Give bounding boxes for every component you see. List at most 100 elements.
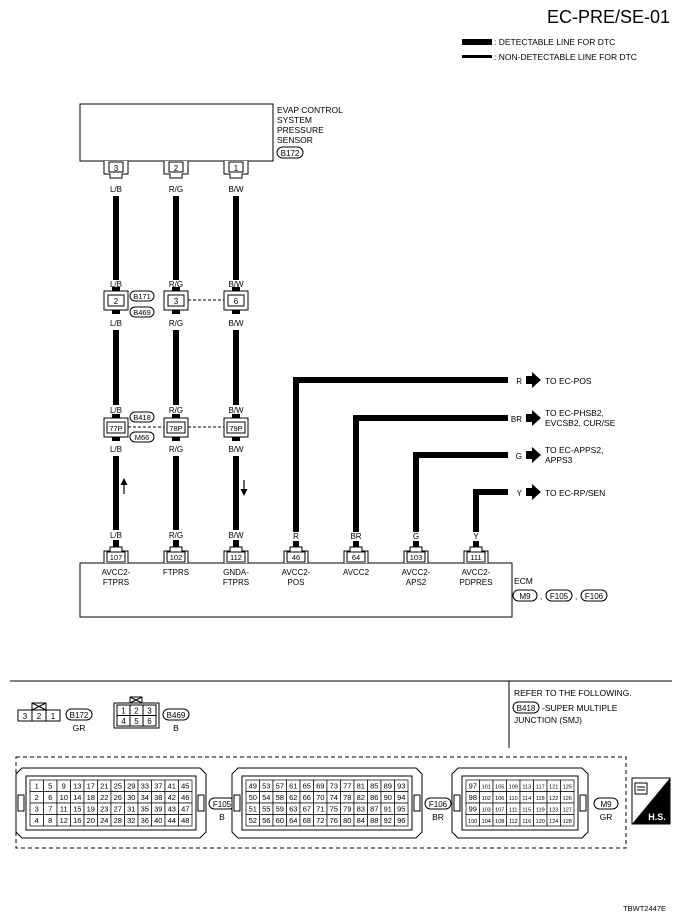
svg-text:111: 111 [470,553,481,562]
svg-text:90: 90 [384,793,392,802]
arrow-to-ec-pos [526,372,541,388]
ecm-connector-m9: M9 [519,592,531,601]
svg-text:48: 48 [181,816,189,825]
svg-text:77: 77 [343,782,351,791]
svg-text:29: 29 [127,782,135,791]
svg-text:APS2: APS2 [406,578,427,587]
svg-text:46: 46 [181,793,189,802]
svg-text:7: 7 [48,805,52,814]
svg-text:81: 81 [357,782,365,791]
svg-text:107: 107 [495,808,504,814]
svg-text:AVCC2-: AVCC2- [402,568,431,577]
junction1-pin-a: 2 [114,297,119,306]
svg-text:AVCC2-: AVCC2- [282,568,311,577]
svg-text:4: 4 [35,816,39,825]
sensor-name-1: EVAP CONTROL [277,105,343,115]
svg-text:5: 5 [48,782,52,791]
svg-text:FTPRS: FTPRS [103,578,129,587]
svg-text:88: 88 [370,816,378,825]
svg-text:G: G [413,532,419,541]
svg-text:110: 110 [509,796,518,802]
svg-text:22: 22 [100,793,108,802]
output-wires [293,377,515,530]
svg-text:B: B [219,812,225,822]
sensor-name-3: PRESSURE [277,125,324,135]
svg-text:34: 34 [141,793,149,802]
ecm-pin-group: 107AVCC2-FTPRS102FTPRS112GNDA-FTPRS46RAV… [102,530,493,587]
evap-sensor-box [79,103,274,162]
svg-text:F106: F106 [429,800,448,809]
legend-detectable-text: : DETECTABLE LINE FOR DTC [494,37,615,47]
connector-b172-color: GR [73,723,86,733]
sensor-pin-group: 3 2 1 [103,161,249,179]
connector-b172-id: B172 [70,711,89,720]
junction2-connector-top: B418 [133,413,151,422]
svg-text:61: 61 [289,782,297,791]
svg-text:103: 103 [410,553,423,562]
svg-text:72: 72 [316,816,324,825]
svg-text:71: 71 [316,805,324,814]
svg-text:67: 67 [303,805,311,814]
wire-color-labels: L/B R/G B/W L/B R/G B/W L/B R/G B/W L/B … [110,185,244,540]
arrow-to-ec-phsb2 [526,410,541,426]
svg-text:FTPRS: FTPRS [223,578,249,587]
svg-text:L/B: L/B [110,406,122,415]
svg-text:70: 70 [316,793,324,802]
svg-text:AVCC2: AVCC2 [343,568,370,577]
svg-text:R/G: R/G [169,406,183,415]
svg-text:28: 28 [114,816,122,825]
svg-text:2: 2 [134,707,139,716]
svg-text:103: 103 [482,808,491,814]
svg-text:55: 55 [262,805,270,814]
svg-text:PDPRES: PDPRES [460,578,493,587]
svg-text:107: 107 [110,553,123,562]
svg-text:44: 44 [168,816,176,825]
svg-text:6: 6 [147,717,152,726]
connector-b469-id: B469 [167,711,186,720]
svg-text:BR: BR [350,532,361,541]
junction-b418-m66: 77P 78P 79P B418 M66 [103,411,249,443]
svg-text:63: 63 [289,805,297,814]
diagram-title: EC-PRE/SE-01 [547,7,670,27]
svg-text:JUNCTION (SMJ): JUNCTION (SMJ) [514,715,582,725]
svg-text:17: 17 [87,782,95,791]
svg-text:24: 24 [100,816,108,825]
svg-text:79: 79 [343,805,351,814]
svg-text:102: 102 [482,796,491,802]
svg-text:65: 65 [303,782,311,791]
svg-text:96: 96 [397,816,405,825]
svg-text:64: 64 [352,553,360,562]
svg-text:66: 66 [303,793,311,802]
svg-text:122: 122 [549,796,558,802]
arrow-to-ec-apps2 [526,447,541,463]
svg-text:5: 5 [134,717,139,726]
svg-text:113: 113 [522,785,531,791]
svg-text:127: 127 [563,808,572,814]
svg-text:125: 125 [563,785,572,791]
svg-text:12: 12 [60,816,68,825]
svg-text:B/W: B/W [228,185,244,194]
ecm-connector-separator-1: , [540,592,542,601]
sensor-connector-id: B172 [281,149,300,158]
svg-text:14: 14 [73,793,81,802]
svg-text:104: 104 [482,819,491,825]
svg-text:95: 95 [397,805,405,814]
sensor-name-2: SYSTEM [277,115,312,125]
svg-text:L/B: L/B [110,280,122,289]
refer-connector-id: B418 [517,704,536,713]
ecm-connector-f106: F106 [585,592,604,601]
legend-non-detectable-text: : NON-DETECTABLE LINE FOR DTC [494,52,637,62]
svg-text:118: 118 [536,796,545,802]
svg-text:60: 60 [276,816,284,825]
svg-text:74: 74 [330,793,338,802]
svg-text:32: 32 [127,816,135,825]
output-br-color: BR [511,415,522,424]
legend-thin-line [462,55,492,58]
junction1-pin-c: 6 [234,297,239,306]
output-g-color: G [516,452,522,461]
svg-text:30: 30 [127,793,135,802]
